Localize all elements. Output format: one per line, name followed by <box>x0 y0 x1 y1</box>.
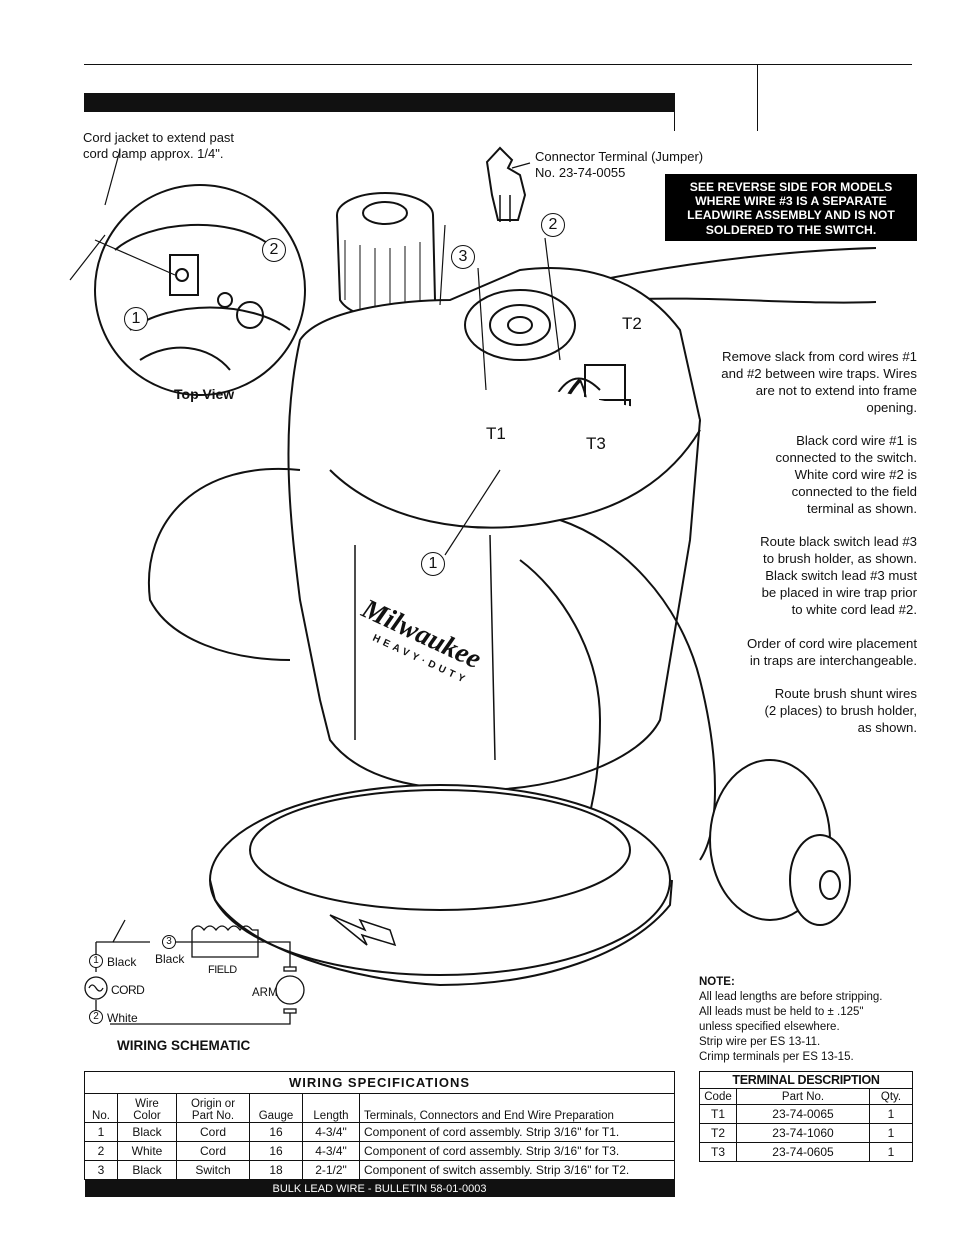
schematic-label-white: White <box>107 1011 138 1025</box>
terminal-label-t1: T1 <box>486 424 506 443</box>
table-row: 2 White Cord 16 4-3/4" Component of cord… <box>84 1141 675 1161</box>
header-divider <box>757 64 758 131</box>
table-header-row: No. Wire Color Origin or Part No. Gauge … <box>84 1093 675 1123</box>
header-bar <box>84 93 674 112</box>
header-bar-divider <box>674 93 675 131</box>
table-row: T1 23-74-0065 1 <box>699 1104 913 1124</box>
terminal-label-t3: T3 <box>586 434 606 453</box>
circle-number-2-inset: 2 <box>262 238 286 262</box>
table-header-row: Code Part No. Qty. <box>699 1088 913 1105</box>
connector-label: Connector Terminal (Jumper) No. 23-74-00… <box>535 149 704 180</box>
instruction-route-lead: Route black switch lead #3 to brush hold… <box>760 534 917 617</box>
circle-number-2: 2 <box>541 213 565 237</box>
table-row: 1 Black Cord 16 4-3/4" Component of cord… <box>84 1122 675 1142</box>
schematic-label-field: FIELD <box>208 964 237 976</box>
schematic-label-black-3: Black <box>155 952 185 966</box>
instruction-slack: Remove slack from cord wires #1 and #2 b… <box>721 349 917 415</box>
terminal-description-table: TERMINAL DESCRIPTION Code Part No. Qty. … <box>699 1071 913 1162</box>
wiring-spec-footer: BULK LEAD WIRE - BULLETIN 58-01-0003 <box>84 1179 675 1197</box>
instruction-connections: Black cord wire #1 is connected to the s… <box>775 433 917 516</box>
circle-number-1-inset: 1 <box>124 307 148 331</box>
circle-number-3: 3 <box>451 245 475 269</box>
schematic-label-cord: CORD <box>111 983 145 997</box>
schematic-circle-3: 3 <box>162 935 176 949</box>
circle-number-1: 1 <box>421 552 445 576</box>
schematic-circle-2: 2 <box>89 1010 103 1024</box>
table-row: T2 23-74-1060 1 <box>699 1123 913 1143</box>
schematic-title: WIRING SCHEMATIC <box>117 1038 251 1053</box>
wiring-spec-table: WIRING SPECIFICATIONS No. Wire Color Ori… <box>84 1071 675 1197</box>
instruction-order: Order of cord wire placement in traps ar… <box>746 636 917 668</box>
terminal-description-title: TERMINAL DESCRIPTION <box>699 1071 913 1089</box>
schematic-label-black-1: Black <box>107 955 137 969</box>
wiring-spec-title: WIRING SPECIFICATIONS <box>84 1071 675 1094</box>
header-top-rule <box>84 64 912 65</box>
reverse-side-callout: SEE REVERSE SIDE FOR MODELS WHERE WIRE #… <box>665 174 917 241</box>
instruction-shunt: Route brush shunt wires (2 places) to br… <box>764 686 917 735</box>
schematic-label-arm: ARM <box>252 987 278 999</box>
schematic-circle-1: 1 <box>89 954 103 968</box>
note-block: NOTE: All lead lengths are before stripp… <box>699 976 883 1063</box>
table-row: 3 Black Switch 18 2-1/2" Component of sw… <box>84 1160 675 1180</box>
terminal-label-t2: T2 <box>622 314 642 333</box>
wiring-schematic <box>84 919 305 1025</box>
table-row: T3 23-74-0605 1 <box>699 1142 913 1162</box>
top-view-label: Top View <box>174 386 235 402</box>
